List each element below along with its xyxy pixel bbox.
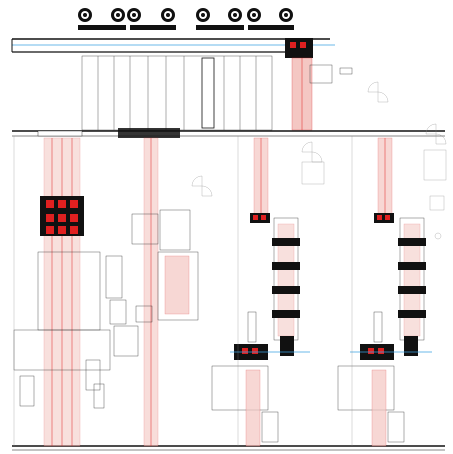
vertical-partitions — [13, 136, 353, 446]
wheel-icon — [196, 8, 210, 22]
door-swing-icon — [367, 81, 389, 103]
wheel-icon — [111, 8, 125, 22]
wheel-row — [78, 8, 294, 30]
wheel-icon — [161, 8, 175, 22]
door-swing-icon — [423, 123, 447, 181]
wheel-icon — [279, 8, 293, 22]
left-production-line — [13, 137, 111, 447]
door-swing-icon — [301, 141, 325, 185]
storage-racks — [81, 55, 273, 131]
feeder-conveyor — [291, 57, 389, 131]
production-line-3 — [211, 137, 325, 447]
production-line-4 — [337, 123, 447, 447]
wheel-icon — [247, 8, 261, 22]
center-production-line — [105, 137, 213, 447]
wheel-icon — [127, 8, 141, 22]
top-conveyor — [11, 38, 335, 58]
wheel-icon — [78, 8, 92, 22]
wheel-icon — [228, 8, 242, 22]
door-swing-icon — [191, 175, 213, 197]
